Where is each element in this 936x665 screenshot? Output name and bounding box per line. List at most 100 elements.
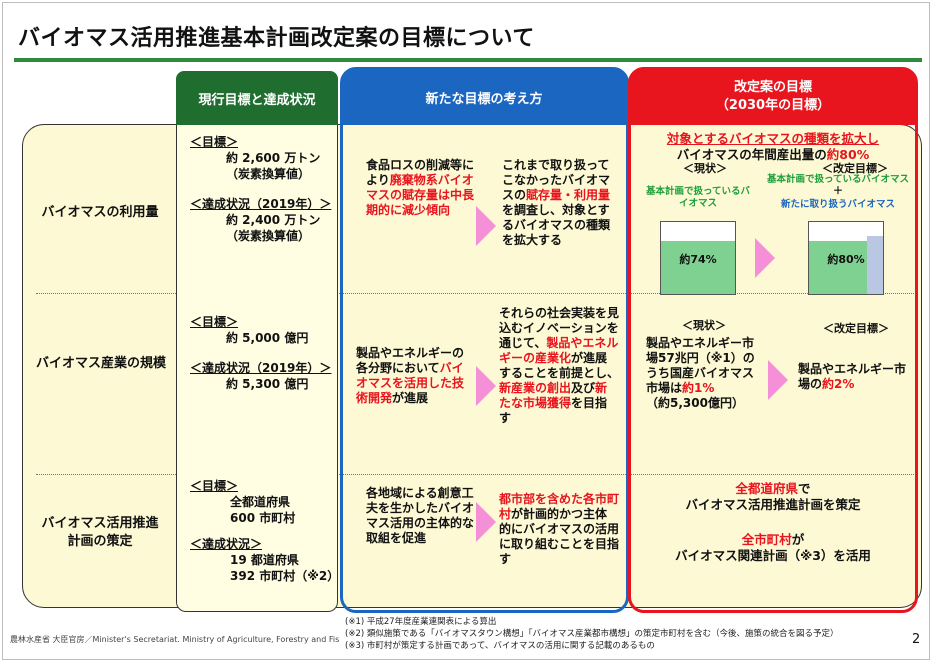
goal-heading: ＜目標＞ — [190, 135, 239, 149]
header-current-label: 現行目標と達成状況 — [198, 92, 316, 108]
text: で — [798, 481, 811, 496]
text: を調査し、対象とするバイオマスの種類を拡大する — [502, 203, 611, 247]
text: それらの社会実装を見込むイノベーションを通じて、 — [499, 306, 620, 350]
new-usage-right: これまで取り扱ってこなかったバイオマスの賦存量・利用量を調査し、対象とするバイオ… — [502, 158, 618, 248]
revised-plan-pref: 全都道府県でバイオマス活用推進計画を策定 — [632, 481, 914, 513]
text: 製品やエネルギーの各分野において — [356, 346, 465, 375]
row-divider — [36, 474, 916, 475]
bar-goal-new-fill — [866, 236, 883, 294]
status-heading: ＜達成状況＞ — [190, 537, 263, 551]
header-revised: 改定案の目標 （2030年の目標） — [630, 69, 916, 125]
arrow-right-icon — [768, 360, 788, 400]
text: 製品やエネルギー市場の — [798, 362, 907, 391]
revised-column — [628, 67, 918, 613]
new-industry-left: 製品やエネルギーの各分野においてバイオマスを活用した技術開発が進展 — [356, 346, 474, 406]
header-new-label: 新たな目標の考え方 — [425, 91, 543, 107]
footer-ministry: 農林水産省 大臣官房／Minister's Secretariat. Minis… — [10, 635, 340, 644]
current-usage-block: ＜目標＞ 約 2,600 万トン （炭素換算値） ＜達成状況（2019年）＞ 約… — [190, 134, 336, 244]
text: が計画的かつ主体的にバイオマスの活用に取り組むことを目指す — [499, 507, 620, 566]
new-column — [340, 67, 629, 613]
footnote-1: (※1) 平成27年度産業連関表による算出 — [345, 617, 497, 627]
revised-industry-goal-label: ＜改定目標＞ — [823, 322, 889, 335]
goal-note: （炭素換算値） — [226, 167, 311, 181]
text-highlight: 製品やエネルギーの産業化 — [499, 336, 619, 365]
text-highlight: バイオマスを活用した技術開発 — [356, 361, 465, 405]
revised-industry-now-label: ＜現状＞ — [682, 319, 726, 332]
text: 食品ロスの削減等により — [366, 158, 475, 187]
text: が — [791, 532, 805, 547]
legend-existing-right: 基本計画で扱っているバイオマス — [766, 174, 910, 185]
row-label-industry: バイオマス産業の規模 — [35, 356, 166, 371]
revised-usage-goal-label: ＜改定目標＞ — [822, 162, 888, 175]
status-heading: ＜達成状況（2019年）＞ — [190, 361, 332, 375]
arrow-right-icon — [476, 366, 496, 406]
revised-usage-sub: バイオマスの年間産出量の約80% — [632, 147, 914, 162]
page-number: 2 — [912, 632, 921, 647]
bar-current-value: 約74% — [679, 253, 717, 266]
text-highlight: 廃棄物系バイオマスの賦存量は中長期的に減少傾向 — [366, 173, 475, 217]
text-highlight: 全市町村 — [741, 532, 792, 547]
text: が進展 — [392, 391, 429, 405]
text: 製品やエネルギー市場57兆円（※1）のうち国産バイオマス市場は — [646, 336, 755, 395]
status-note: （炭素換算値） — [226, 229, 311, 243]
goal-note: 600 市町村 — [230, 511, 296, 525]
legend-plus: ＋ — [833, 186, 843, 197]
revised-industry-goal: 製品やエネルギー市場の約2% — [798, 362, 914, 392]
footnotes: (※1) 平成27年度産業連関表による算出 (※2) 類似施策である「バイオマス… — [345, 616, 935, 652]
bar-goal: 約80% — [808, 221, 884, 295]
text-highlight: 新たな市場獲得 — [499, 381, 608, 410]
row-divider — [36, 293, 916, 294]
status-value: 約 2,400 万トン — [226, 213, 321, 227]
text: を目指す — [499, 396, 608, 425]
revised-plan-city: 全市町村がバイオマス関連計画（※3）を活用 — [632, 532, 914, 564]
arrow-right-icon — [476, 206, 496, 246]
revised-industry-now: 製品やエネルギー市場57兆円（※1）のうち国産バイオマス市場は約1%（約5,30… — [646, 336, 764, 411]
goal-value: 約 5,000 億円 — [226, 331, 309, 345]
goal-value: 全都道府県 — [230, 495, 291, 509]
row-label-usage: バイオマスの利用量 — [41, 205, 159, 220]
status-value: 19 都道府県 — [230, 553, 299, 567]
new-industry-right: それらの社会実装を見込むイノベーションを通じて、製品やエネルギーの産業化が進展す… — [499, 306, 619, 426]
text: （約5,300億円） — [646, 396, 744, 410]
page-title: バイオマス活用推進基本計画改定案の目標について — [18, 26, 535, 51]
text: バイオマスの年間産出量の — [676, 147, 827, 162]
row-label-plan-line2: 計画の策定 — [67, 534, 133, 549]
text-highlight: 新産業の創出 — [499, 381, 572, 395]
bar-goal-value: 約80% — [827, 253, 865, 266]
legend-existing-left: 基本計画で扱っているバイオマス — [645, 186, 751, 209]
text-highlight: 都市部を含めた各市町村 — [499, 492, 620, 521]
row-label-plan: バイオマス活用推進 計画の策定 — [30, 515, 170, 551]
text: 及び — [571, 381, 596, 395]
bar-current: 約74% — [660, 221, 736, 295]
text: が進展することを前提とし、 — [499, 351, 620, 380]
new-plan-right: 都市部を含めた各市町村が計画的かつ主体的にバイオマスの活用に取り組むことを目指す — [499, 492, 619, 567]
text-highlight: 賦存量・利用量 — [526, 188, 611, 202]
header-revised-line2: （2030年の目標） — [715, 98, 831, 113]
footnote-2: (※2) 類似施策である「バイオマスタウン構想」「バイオマス産業都市構想」の策定… — [345, 629, 839, 639]
status-heading: ＜達成状況（2019年）＞ — [190, 197, 332, 211]
text-highlight: 約2% — [822, 377, 855, 391]
goal-heading: ＜目標＞ — [190, 315, 239, 329]
text-highlight: 約80% — [826, 147, 870, 162]
bar-current-fill — [661, 240, 735, 294]
current-plan-block: ＜目標＞ 全都道府県 600 市町村 ＜達成状況＞ 19 都道府県 392 市町… — [190, 478, 339, 584]
row-label-plan-line1: バイオマス活用推進 — [41, 516, 159, 531]
current-column — [176, 124, 338, 612]
goal-value: 約 2,600 万トン — [226, 151, 321, 165]
current-industry-block: ＜目標＞ 約 5,000 億円 ＜達成状況（2019年）＞ 約 5,300 億円 — [190, 314, 336, 392]
goal-heading: ＜目標＞ — [190, 479, 239, 493]
text: バイオマス関連計画（※3）を活用 — [675, 548, 871, 563]
new-plan-left: 各地域による創意工夫を生かしたバイオマス活用の主体的な取組を促進 — [366, 486, 475, 545]
footnote-3: (※3) 市町村が策定する計画であって、バイオマスの活用に関する記載のあるもの — [345, 641, 655, 651]
text-highlight: 全都道府県 — [735, 481, 798, 496]
header-current: 現行目標と達成状況 — [176, 71, 338, 125]
revised-usage-now-label: ＜現状＞ — [683, 162, 727, 175]
text: これまで取り扱ってこなかったバイオマスの — [502, 158, 611, 202]
title-underline — [14, 58, 922, 62]
revised-usage-heading: 対象とするバイオマスの種類を拡大し — [666, 131, 880, 146]
text-highlight: 約1% — [682, 381, 715, 395]
status-value: 約 5,300 億円 — [226, 377, 309, 391]
new-usage-left: 食品ロスの削減等により廃棄物系バイオマスの賦存量は中長期的に減少傾向 — [366, 158, 474, 218]
header-new: 新たな目標の考え方 — [341, 69, 627, 125]
